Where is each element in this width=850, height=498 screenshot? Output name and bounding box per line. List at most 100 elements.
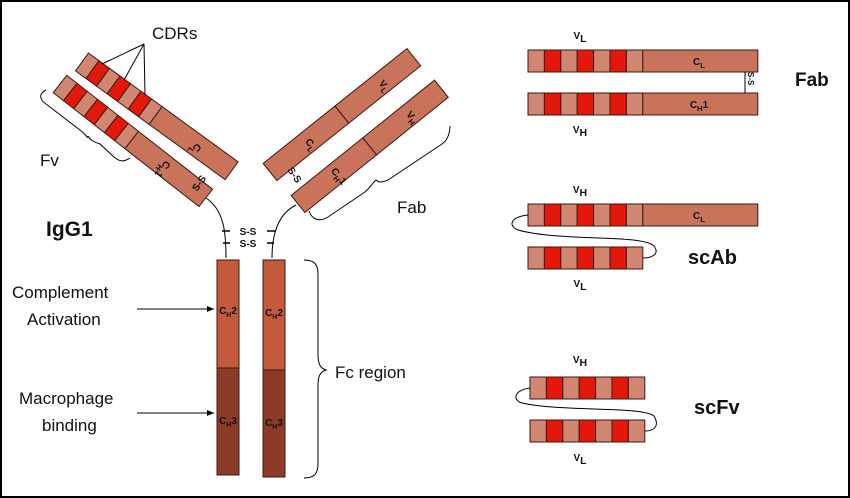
cdr-segment [576,203,595,227]
cdrs-label: CDRs [152,24,197,43]
fc-region-label: Fc region [335,363,406,382]
framework-segment [595,376,613,400]
hinge-disulfide-ticks [222,230,275,244]
cdr-segment [576,246,595,270]
cdr-segment [576,49,595,73]
igg-left-heavy-chain: CH1 [52,74,214,208]
hinge-disulfide-1: S-S [240,227,257,238]
fv-brace [40,89,131,162]
scfv-vh-label: VH [573,355,587,369]
cdr-segment [543,246,562,270]
framework-segment [625,203,644,227]
framework-segment [562,419,580,443]
complement-label-line1: Complement [12,283,109,302]
cdr-segment [578,419,597,443]
igg-right-heavy-chain: CH1 VH [290,79,449,214]
fab-vl-label: VL [573,31,587,45]
cdr-segment [576,92,595,116]
framework-segment [625,49,644,73]
fc_ch3-segment [216,367,240,476]
hinge-left [205,197,227,259]
framework-segment [595,419,613,443]
scfv-title: scFv [694,397,740,419]
vh-right-label: VH [402,110,420,128]
cl-left-label: CL [185,140,203,158]
macrophage-label-line1: Macrophage [19,389,114,408]
fab-label-igg: Fab [397,198,426,217]
fab-title: Fab [795,70,829,91]
ch3-left-label: CH3 [219,416,237,429]
ch2-left-label: CH2 [219,306,237,319]
scab-linker [511,214,657,259]
fv-label: Fv [40,151,59,170]
cdr-segment [609,92,627,116]
framework-segment [625,246,644,270]
constant-segment [642,92,759,116]
scfv-light-chain [529,419,646,443]
constant-segment [124,130,214,208]
framework-segment [625,92,644,116]
constant-segment [642,203,759,227]
framework-segment [560,92,578,116]
framework-segment [593,203,611,227]
framework-segment [593,49,611,73]
constant-segment [362,79,449,156]
hinge-disulfide-2: S-S [240,239,257,250]
scfv-linker [515,387,657,432]
fab-light-chain [527,49,759,73]
scab-light-chain [527,246,644,270]
framework-segment [627,419,646,443]
framework-segment [529,376,547,400]
cdr-segment [578,376,597,400]
igg-right-light-chain: CL VL [262,47,422,182]
fc_ch3-segment [262,369,286,478]
fab-vh-label: VH [573,125,587,139]
constant-segment [334,47,422,124]
igg1-title: IgG1 [46,218,93,241]
cdr-segment [545,376,564,400]
scab-vl-label: VL [573,279,587,293]
ch1-right-label: CH1 [327,166,349,189]
hinge-right [271,204,297,259]
macrophage-label-line2: binding [42,416,97,435]
cdr-segment [609,246,627,270]
cdr-segment [545,419,564,443]
framework-segment [593,92,611,116]
scab-vh-label: VH [573,185,587,199]
cdr-segment [611,376,629,400]
cdr-segment [543,92,562,116]
ch1-left-label: CH1 [150,157,172,180]
constant-segment [148,105,239,181]
framework-segment [562,376,580,400]
framework-segment [560,246,578,270]
framework-segment [527,92,545,116]
fab-disulfide-label: S-S [746,72,755,86]
cdr-segment [543,49,562,73]
scfv-vl-label: VL [573,453,587,467]
cdr-pointer-lines [101,43,146,96]
cdr-segment [609,203,627,227]
framework-segment [527,203,545,227]
fab-heavy-chain [527,92,759,116]
framework-segment [527,246,545,270]
cdr-segment [609,49,627,73]
complement-label-line2: Activation [27,310,101,329]
scab-cl-label: CL [693,211,705,224]
fab-brace [308,125,451,221]
cdr-segment [543,203,562,227]
fc-right-chain [262,259,286,478]
constant-segment [642,49,759,73]
ch3-right-label: CH3 [265,418,283,431]
cl-right-label: CL [301,137,319,155]
fc-brace [303,259,328,479]
framework-segment [527,49,545,73]
vl-right-label: VL [374,78,391,95]
framework-segment [529,419,547,443]
scfv-heavy-chain [529,376,646,400]
framework-segment [593,246,611,270]
fc-left-chain [216,259,240,476]
framework-segment [627,376,646,400]
fab-cl-label: CL [693,57,705,70]
